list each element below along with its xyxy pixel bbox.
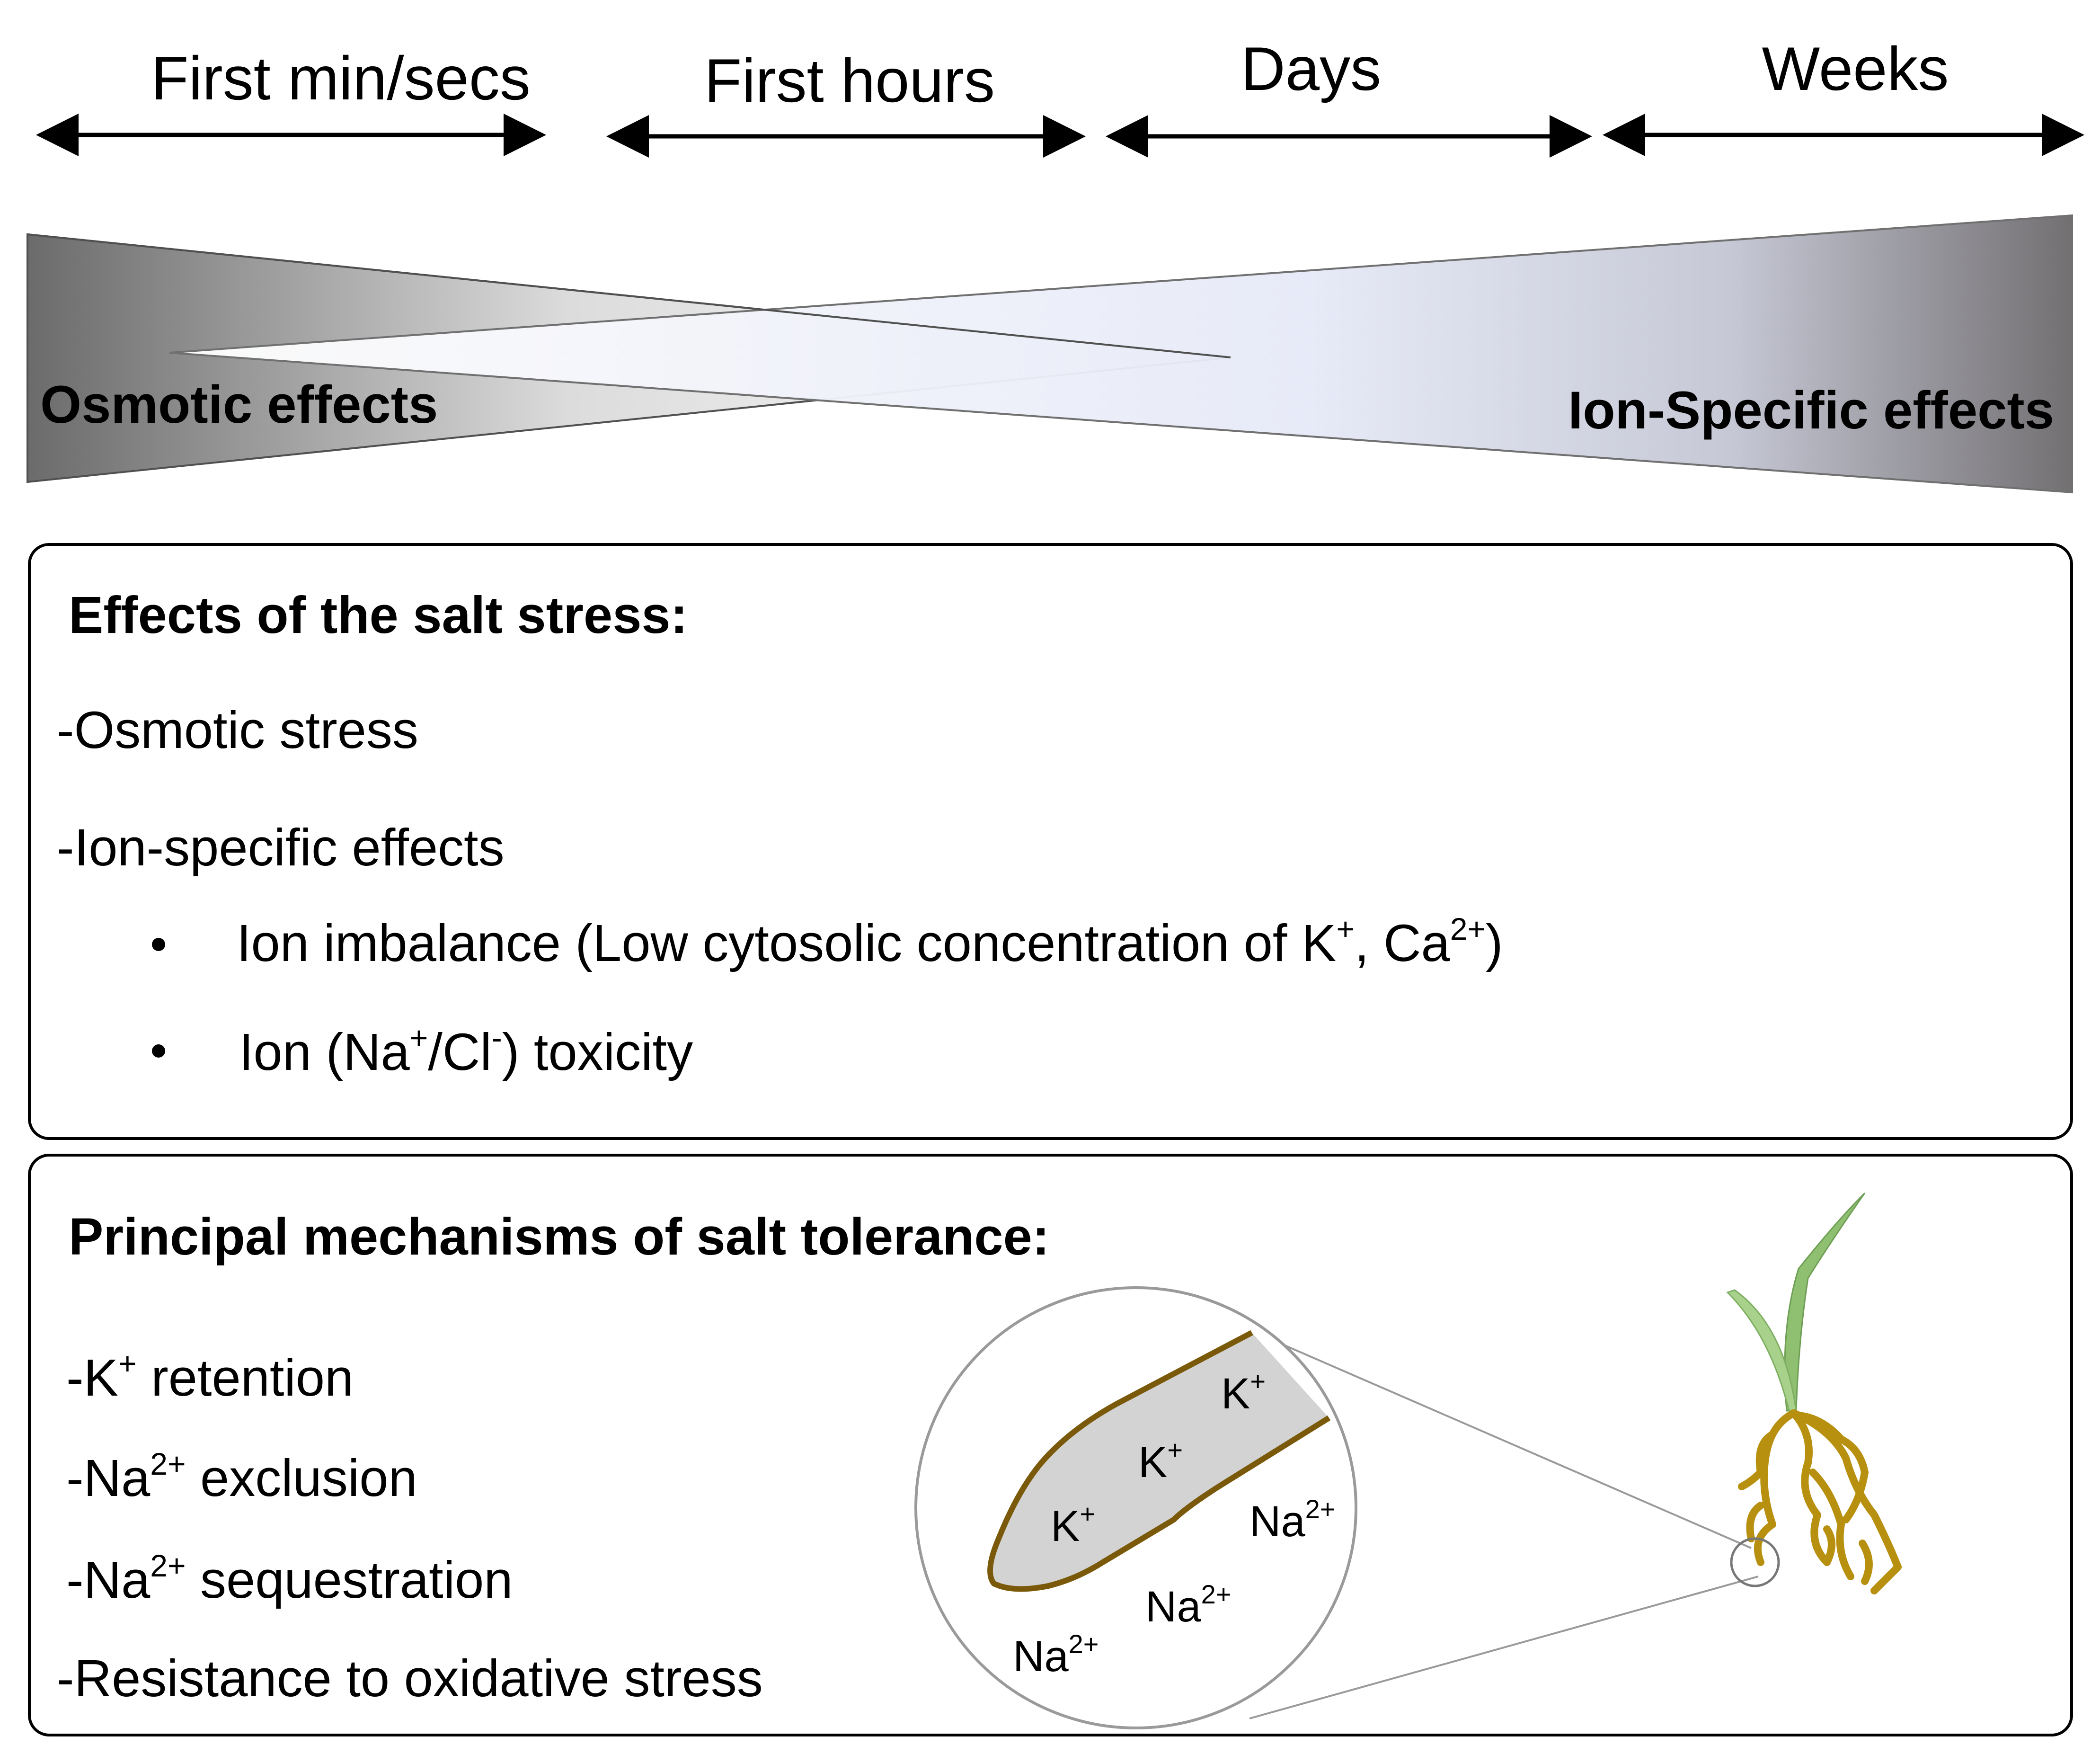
- effects-osmotic-stress: -Osmotic stress: [57, 701, 418, 759]
- root-tip-highlight-circle: [1730, 1537, 1780, 1587]
- ion-specific-effects-wedge: [169, 214, 2073, 494]
- ion-label-na: Na2+: [1013, 1629, 1099, 1681]
- ion-label-k: K+: [1051, 1499, 1095, 1550]
- root-tip-inset: K+ K+ K+ Na2+ Na2+ Na2+: [914, 1286, 1759, 1729]
- root-tip-shape: [990, 1333, 1329, 1589]
- mechanism-item: -K+ retention: [66, 1346, 354, 1407]
- effects-title: Effects of the salt stress:: [69, 586, 688, 644]
- mechanism-item: -Na2+ sequestration: [66, 1548, 513, 1609]
- timeline-label-weeks: Weeks: [1762, 34, 1949, 103]
- ion-specific-effects-label: Ion-Specific effects: [1568, 381, 2054, 440]
- ion-toxicity-item: Ion (Na+/Cl-) toxicity: [239, 1020, 693, 1081]
- effects-wedges: Osmotic effects Ion-Specific effects: [27, 214, 2073, 494]
- timeline-label-first-min-secs: First min/secs: [151, 44, 531, 113]
- effects-ion-specific: -Ion-specific effects: [57, 819, 505, 877]
- effects-panel: Effects of the salt stress: -Osmotic str…: [28, 543, 2073, 1140]
- ion-label-k: K+: [1138, 1435, 1183, 1487]
- timeline-label-days: Days: [1241, 34, 1381, 103]
- osmotic-effects-label: Osmotic effects: [40, 375, 438, 434]
- timeline: First min/secs First hours Days Weeks: [36, 34, 2084, 158]
- mechanisms-title: Principal mechanisms of salt tolerance:: [69, 1208, 1049, 1266]
- bullet-dot: [152, 1044, 165, 1058]
- ion-label-na: Na2+: [1145, 1579, 1231, 1631]
- timeline-label-first-hours: First hours: [704, 46, 995, 115]
- ion-label-k: K+: [1221, 1366, 1266, 1418]
- bullet-dot: [152, 938, 165, 951]
- root-tip-outline: [987, 1330, 1331, 1592]
- mechanism-item: -Na2+ exclusion: [66, 1446, 417, 1507]
- ion-label-na: Na2+: [1249, 1494, 1335, 1546]
- osmotic-wedge-top-edge: [27, 233, 1231, 358]
- seedling-illustration: [1726, 1192, 1902, 1594]
- leaf-blade-short: [1726, 1289, 1797, 1412]
- ion-imbalance-item: Ion imbalance (Low cytosolic concentrati…: [237, 911, 1503, 972]
- zoom-line-bottom: [1249, 1576, 1759, 1719]
- mechanism-item: -Resistance to oxidative stress: [57, 1649, 763, 1708]
- effects-panel-border: [28, 543, 2073, 1140]
